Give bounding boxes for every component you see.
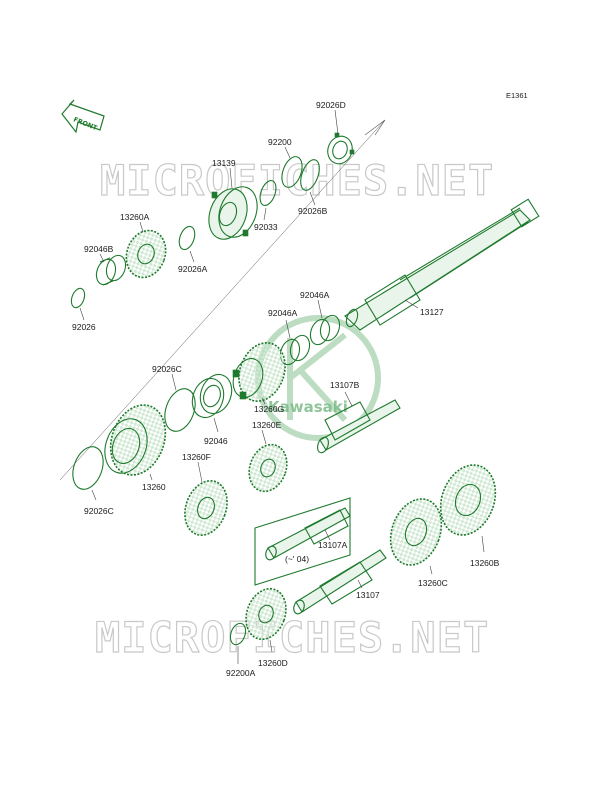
part-label: 92046A: [268, 308, 298, 318]
part-label: 92026A: [178, 264, 208, 274]
part-label: 13260: [142, 482, 166, 492]
part-label: 92026B: [298, 206, 328, 216]
leader-line: [429, 565, 433, 575]
leader-line: [139, 221, 144, 233]
part-label: 92200A: [226, 668, 256, 678]
leader-line: [261, 429, 267, 445]
leader-line: [197, 461, 203, 483]
leader-line: [309, 191, 316, 206]
part-label: 13127: [420, 307, 444, 317]
leader-line: [149, 473, 153, 481]
part-label: 92033: [254, 222, 278, 232]
part-label: 13260G: [254, 404, 284, 414]
part-13107B: [317, 399, 401, 454]
part-label: 13260E: [252, 420, 282, 430]
part-92026C-lower: [72, 446, 104, 490]
leader-line: [213, 417, 219, 433]
part-label: 13260C: [418, 578, 448, 588]
part-92046A-upper: [309, 314, 341, 346]
part-label: 92026D: [316, 100, 346, 110]
part-92026: [70, 287, 86, 309]
leader-line: [404, 299, 419, 309]
leader-line: [269, 639, 273, 653]
leader-line: [317, 299, 323, 319]
part-label: 92046: [204, 436, 228, 446]
part-label: 13139: [212, 158, 236, 168]
svg-text:Kawasaki: Kawasaki: [268, 398, 348, 416]
part-label: 92026: [72, 322, 96, 332]
part-13260A: [125, 229, 167, 279]
leader-line: [284, 146, 291, 159]
part-92026D: [327, 132, 355, 165]
leader-line: [324, 529, 331, 541]
part-label: 13107A: [318, 540, 348, 550]
part-13260G: [232, 342, 286, 402]
part-13260C: [389, 498, 443, 566]
part-label: 13260B: [470, 558, 500, 568]
leader-line: [357, 579, 363, 589]
part-92026B: [300, 159, 320, 191]
part-label: 13260F: [182, 452, 211, 462]
part-13139: [208, 186, 258, 240]
leader-line: [189, 250, 195, 263]
part-label: 13107: [356, 590, 380, 600]
watermark-bottom: MICROFICHES.NET: [95, 613, 489, 662]
part-13107A-group: (~' 04): [254, 497, 351, 586]
part-label: 92046A: [300, 290, 330, 300]
leader-line: [334, 109, 339, 135]
leader-line: [344, 391, 353, 407]
part-92200: [281, 156, 303, 188]
part-13260B: [439, 464, 497, 536]
part-13107: [293, 549, 387, 615]
part-92200A: [229, 622, 247, 646]
part-label: 13260A: [120, 212, 150, 222]
leader-line: [229, 167, 233, 189]
leader-line: [99, 253, 105, 263]
part-label: 13107B: [330, 380, 360, 390]
part-92026A: [178, 225, 196, 251]
leader-line: [285, 319, 291, 339]
part-92046B: [95, 254, 127, 286]
part-13260D: [245, 587, 287, 641]
part-label: 13260D: [258, 658, 288, 668]
leader-line: [263, 207, 267, 221]
part-92046: [191, 373, 233, 419]
leader-line: [79, 307, 85, 321]
diagram-code: E1361: [506, 91, 528, 100]
part-label: 92026C: [152, 364, 182, 374]
leader-line: [261, 397, 266, 405]
part-label: 92026C: [84, 506, 114, 516]
variant-note: (~' 04): [285, 554, 309, 564]
leader-line: [481, 535, 485, 553]
part-13260E: [248, 443, 288, 493]
part-13260: [104, 404, 167, 476]
part-label: 92046B: [84, 244, 114, 254]
watermark-top: MICROFICHES.NET: [100, 156, 494, 205]
part-92026C: [164, 388, 196, 432]
part-92033: [259, 180, 277, 206]
leader-line: [171, 373, 177, 391]
part-13127: [344, 198, 540, 331]
part-13260F: [184, 480, 228, 536]
part-label: 92200: [268, 137, 292, 147]
front-arrow-icon: FRONT: [61, 99, 105, 134]
leader-line: [91, 489, 97, 501]
